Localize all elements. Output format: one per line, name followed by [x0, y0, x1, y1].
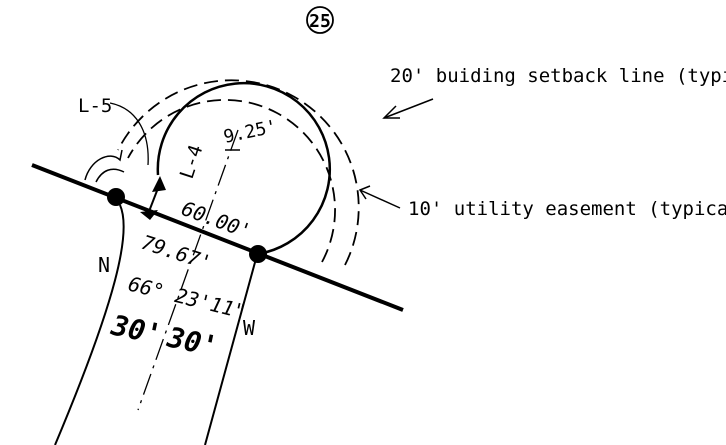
- setback-arrowhead: [382, 105, 400, 119]
- lot-number-circle: [306, 6, 334, 34]
- setback-label: 20' buiding setback line (typical: [390, 65, 726, 87]
- bearing-n-label: N: [98, 253, 110, 277]
- row-width-left: 30': [108, 308, 165, 351]
- dim-7967-label: 79.67': [138, 230, 214, 275]
- tick-arrowhead: [140, 210, 158, 220]
- l5-inner-curve: [95, 168, 125, 183]
- bearing-w-label: W: [243, 316, 256, 340]
- street-centerline: [137, 129, 239, 411]
- monument-left: [107, 188, 125, 206]
- line-l5-label: L-5: [78, 95, 112, 117]
- row-left-line: [54, 204, 125, 445]
- row-right-line: [204, 254, 258, 445]
- dim-925-label: 9.25': [222, 116, 279, 148]
- monument-right: [249, 245, 267, 263]
- row-width-right: 30': [164, 320, 221, 363]
- l5-leader: [109, 102, 149, 166]
- easement-label: 10' utility easement (typical): [408, 198, 726, 220]
- easement-arrowhead: [358, 185, 371, 200]
- setback-leader: [383, 98, 434, 119]
- easement-leader: [359, 189, 401, 209]
- l5-curve: [84, 149, 123, 181]
- line-l4-label: L-4: [176, 142, 208, 181]
- setback-line: [117, 79, 360, 266]
- cul-de-sac-boundary: [156, 82, 332, 256]
- easement-line: [127, 99, 336, 263]
- lot-number: 25: [309, 11, 331, 32]
- l4-arrowhead: [152, 176, 166, 192]
- lot-line: [31, 163, 404, 312]
